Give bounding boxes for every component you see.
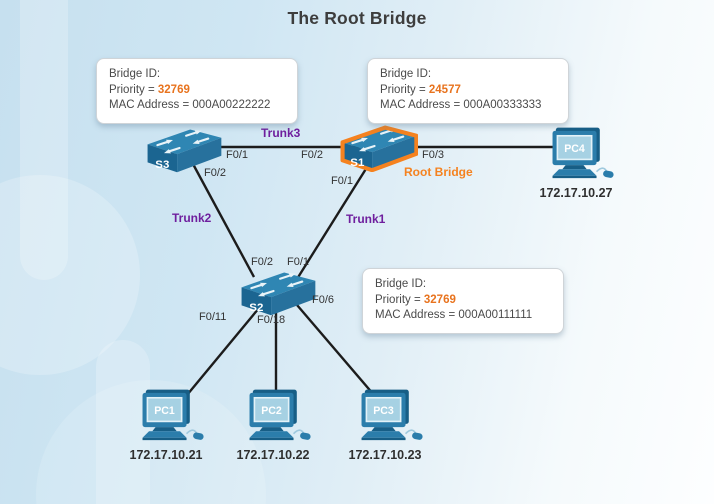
pc-label: PC3 — [373, 405, 394, 417]
trunk1-label: Trunk1 — [346, 212, 386, 226]
switch-icon: S1 — [340, 125, 419, 173]
ip-label: 172.17.10.22 — [236, 448, 310, 462]
background-shape — [96, 340, 150, 504]
priority-line: Priority = 24577 — [380, 83, 556, 99]
priority-value: 32769 — [157, 83, 190, 96]
traffic-arrows-icon — [156, 130, 210, 154]
port-label-s1-f0-3: F0/3 — [422, 149, 445, 161]
trunk3-label: Trunk3 — [261, 126, 301, 140]
bridge-id-heading: Bridge ID: — [380, 68, 432, 80]
port-label-s2-f0-6: F0/6 — [312, 294, 335, 306]
bridge-id-callout-s3: Bridge ID: Priority = 32769 MAC Address … — [96, 58, 298, 124]
traffic-arrows-icon — [250, 273, 304, 297]
priority-prefix: Priority = — [380, 83, 429, 96]
switch-label: S3 — [155, 159, 169, 171]
port-label-s3-f0-1: F0/1 — [226, 149, 249, 161]
trunk2-label: Trunk2 — [172, 211, 212, 225]
root-bridge-badge: Root Bridge — [404, 165, 473, 179]
pc-icon: PC2 — [249, 389, 311, 441]
link-s3-s2 — [191, 163, 256, 278]
pc-label: PC1 — [154, 405, 175, 417]
priority-value: 24577 — [428, 83, 461, 96]
ip-label: 172.17.10.23 — [348, 448, 422, 462]
priority-line: Priority = 32769 — [109, 83, 285, 99]
diagram-title: The Root Bridge — [287, 8, 427, 28]
ip-label: 172.17.10.27 — [539, 186, 613, 200]
bridge-id-callout-s2: Bridge ID: Priority = 32769 MAC Address … — [362, 268, 564, 334]
bridge-id-heading: Bridge ID: — [109, 68, 161, 80]
pc-icon: PC4 — [552, 127, 614, 179]
pc-label: PC4 — [564, 143, 585, 155]
priority-line: Priority = 32769 — [375, 293, 551, 309]
priority-value: 32769 — [423, 293, 456, 306]
switch-s1-root-bridge: S1 — [336, 121, 419, 177]
pc-icon: PC3 — [361, 389, 423, 441]
background-shape — [20, 0, 68, 280]
switch-icon: S2 — [241, 272, 316, 316]
bridge-id-callout-s1: Bridge ID: Priority = 24577 MAC Address … — [367, 58, 569, 124]
traffic-arrows-icon — [351, 128, 405, 152]
port-label-s2-f0-1: F0/1 — [287, 256, 310, 268]
bridge-id-heading: Bridge ID: — [375, 278, 427, 290]
port-label-s1-f0-2: F0/2 — [301, 149, 324, 161]
mac-line: MAC Address = 000A00333333 — [380, 99, 542, 111]
port-label-s2-f0-2: F0/2 — [251, 256, 274, 268]
link-s2-pc3 — [296, 304, 375, 396]
pc-label: PC2 — [261, 405, 282, 417]
root-bridge-highlight — [340, 125, 419, 173]
ip-label: 172.17.10.21 — [129, 448, 203, 462]
port-label-s3-f0-2: F0/2 — [204, 167, 227, 179]
switch-icon: S3 — [147, 129, 222, 173]
mac-line: MAC Address = 000A00111111 — [375, 309, 533, 321]
mac-line: MAC Address = 000A00222222 — [109, 99, 271, 111]
switch-label: S1 — [350, 157, 365, 169]
link-s1-s2 — [295, 163, 371, 280]
pc-icon: PC1 — [142, 389, 204, 441]
switch-s3: S3 — [141, 123, 223, 179]
priority-prefix: Priority = — [375, 293, 424, 306]
switch-s2: S2 — [235, 266, 317, 322]
link-s2-pc1 — [186, 307, 260, 396]
port-label-s1-f0-1: F0/1 — [331, 175, 354, 187]
priority-prefix: Priority = — [109, 83, 158, 96]
port-label-s2-f0-18: F0/18 — [257, 314, 286, 326]
switch-label: S2 — [249, 302, 263, 314]
port-label-s2-f0-11: F0/11 — [199, 311, 227, 323]
